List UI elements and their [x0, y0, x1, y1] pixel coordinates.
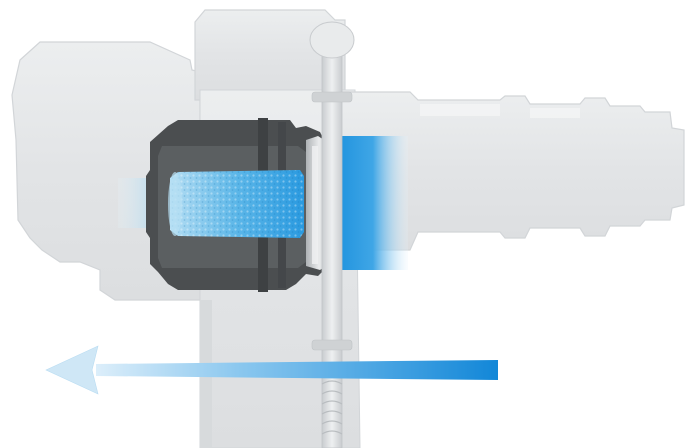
- outlet-water-channel: [330, 136, 408, 270]
- flow-arrow-head: [45, 345, 99, 395]
- outlet-pipe: [339, 91, 685, 251]
- vertical-pin: [309, 21, 355, 448]
- flow-direction-arrow: [45, 345, 498, 395]
- filter-cartridge: [146, 118, 324, 292]
- pin-threads: [321, 380, 343, 435]
- outlet-highlight: [420, 104, 580, 118]
- filter-element: [168, 170, 304, 238]
- flow-arrow-shaft: [96, 360, 498, 380]
